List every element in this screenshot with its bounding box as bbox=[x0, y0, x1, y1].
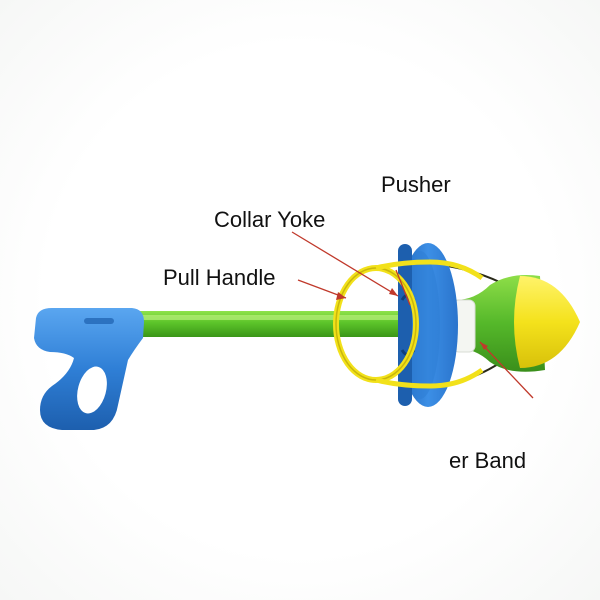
leader-line-band bbox=[479, 341, 534, 399]
leader-line-collar-yoke bbox=[291, 231, 399, 297]
nose-cone bbox=[514, 276, 580, 368]
grip-handle bbox=[34, 308, 144, 430]
grip-finger-hole bbox=[77, 366, 107, 414]
label-collar-yoke: Collar Yoke bbox=[214, 207, 326, 232]
label-band: er Band bbox=[449, 448, 527, 473]
leader-line-pusher bbox=[395, 269, 411, 306]
label-pull-handle: Pull Handle bbox=[163, 265, 276, 290]
yoke-arm-top bbox=[375, 259, 484, 281]
leader-arrowheads bbox=[336, 288, 488, 350]
leader-lines bbox=[291, 231, 534, 399]
shaft-highlight bbox=[130, 315, 410, 320]
shaft bbox=[120, 311, 420, 337]
label-pusher: Pusher bbox=[381, 172, 451, 197]
grip-emboss bbox=[84, 318, 114, 324]
yoke-arm-bottom bbox=[375, 367, 484, 389]
